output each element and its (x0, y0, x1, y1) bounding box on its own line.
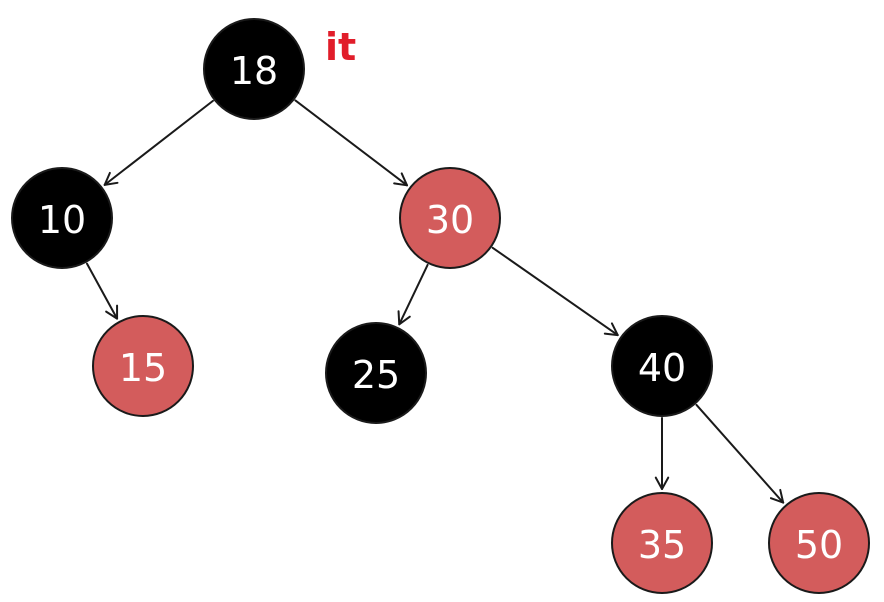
arrowhead-icon (393, 172, 409, 187)
tree-node-40: 40 (611, 315, 713, 417)
arrowhead-icon (103, 171, 119, 186)
edge-10-15 (85, 262, 119, 320)
arrowhead-icon (603, 322, 619, 337)
node-label: 10 (38, 198, 86, 242)
edge-40-35 (654, 417, 670, 490)
tree-node-30: 30 (399, 167, 501, 269)
black-node-circle (325, 322, 427, 424)
node-label: 25 (352, 353, 400, 397)
edge-line (85, 262, 119, 320)
edge-30-25 (397, 263, 429, 326)
tree-node-15: 15 (92, 315, 194, 417)
arrowhead-icon (769, 488, 785, 504)
tree-node-18: 18 (203, 18, 305, 120)
black-node-circle (11, 167, 113, 269)
edge-18-10 (103, 99, 214, 186)
iterator-label: it (325, 25, 357, 69)
edge-line (695, 403, 785, 504)
arrowhead-icon (105, 304, 119, 320)
node-label: 35 (638, 523, 686, 567)
tree-node-35: 35 (611, 492, 713, 594)
arrowhead-icon (397, 310, 411, 326)
tree-node-50: 50 (768, 492, 870, 594)
edge-40-50 (695, 403, 785, 504)
red-node-circle (611, 492, 713, 594)
tree-node-25: 25 (325, 322, 427, 424)
tree-node-10: 10 (11, 167, 113, 269)
edge-30-40 (491, 246, 619, 337)
red-node-circle (768, 492, 870, 594)
nodes-layer: 18 10 30 15 25 40 35 50 (11, 18, 870, 594)
edge-18-30 (294, 99, 409, 187)
edge-line (491, 246, 619, 337)
red-node-circle (92, 315, 194, 417)
node-label: 30 (426, 198, 474, 242)
edge-line (294, 99, 409, 187)
node-label: 15 (119, 346, 167, 390)
edge-line (103, 99, 214, 186)
edges-layer (85, 99, 785, 504)
node-label: 18 (230, 49, 278, 93)
black-node-circle (611, 315, 713, 417)
black-node-circle (203, 18, 305, 120)
red-node-circle (399, 167, 501, 269)
node-label: 40 (638, 346, 686, 390)
node-label: 50 (795, 523, 843, 567)
arrowhead-icon (654, 476, 670, 490)
edge-line (398, 263, 429, 326)
